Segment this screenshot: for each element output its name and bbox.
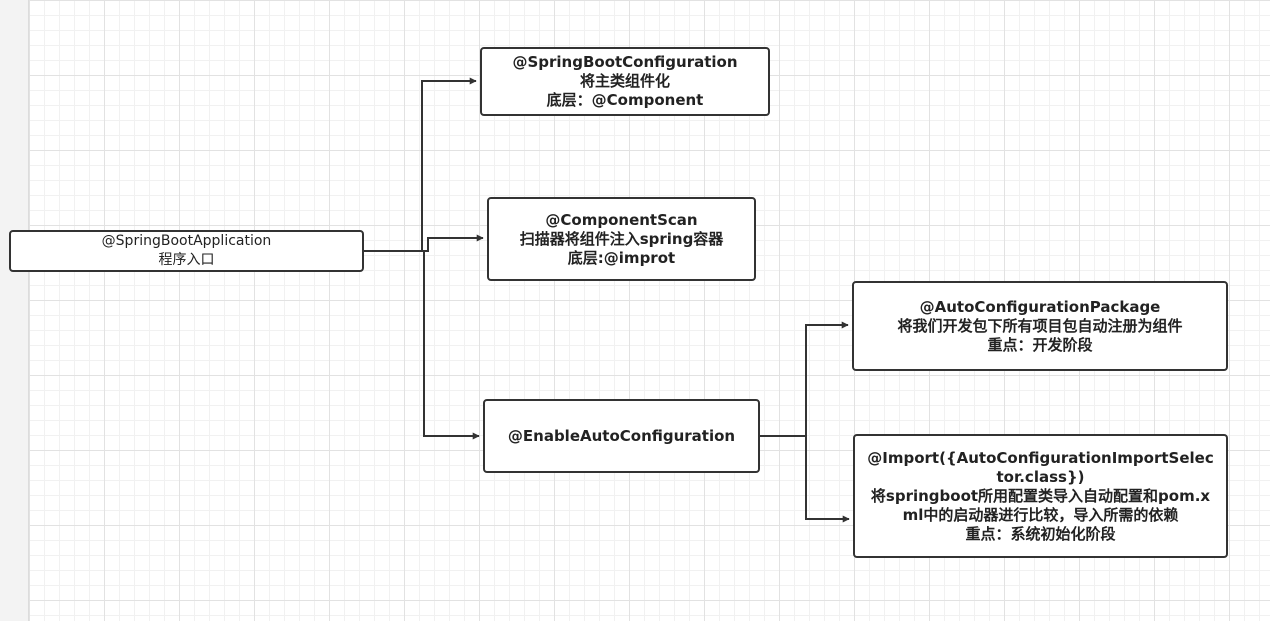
node-componentscan-desc: 扫描器将组件注入spring容器 (519, 229, 724, 248)
node-componentscan[interactable]: @ComponentScan 扫描器将组件注入spring容器 底层:@impr… (487, 197, 756, 281)
node-enableautoconfiguration[interactable]: @EnableAutoConfiguration (483, 399, 760, 473)
node-autoconfigurationpackage-title: @AutoConfigurationPackage (919, 297, 1161, 316)
connector-root-to-springbootconfiguration (364, 77, 477, 252)
node-autoconfigurationpackage-desc: 将我们开发包下所有项目包自动注册为组件 (897, 316, 1183, 335)
node-springbootconfiguration[interactable]: @SpringBootConfiguration 将主类组件化 底层：@Comp… (480, 47, 770, 116)
node-import-selector-desc: 将springboot所用配置类导入自动配置和pom.xml中的启动器进行比较，… (870, 486, 1211, 524)
node-import-selector-focus: 重点：系统初始化阶段 (965, 524, 1116, 543)
node-autoconfigurationpackage-focus: 重点：开发阶段 (987, 335, 1093, 354)
connector-enable-to-import (760, 435, 850, 523)
node-import-selector-title: @Import({AutoConfigurationImportSelector… (867, 448, 1214, 486)
left-ruler (0, 0, 29, 621)
node-componentscan-title: @ComponentScan (545, 210, 698, 229)
node-import-selector[interactable]: @Import({AutoConfigurationImportSelector… (853, 434, 1228, 558)
node-enableautoconfiguration-title: @EnableAutoConfiguration (507, 426, 736, 445)
connector-root-to-componentscan (364, 234, 484, 252)
connector-enable-to-autoconfigurationpackage (760, 321, 849, 437)
node-springbootconfiguration-base: 底层：@Component (546, 91, 704, 109)
node-componentscan-base: 底层:@improt (567, 248, 676, 267)
node-springbootapplication[interactable]: @SpringBootApplication 程序入口 (9, 230, 364, 272)
connector-root-to-enableautoconfiguration (364, 250, 480, 440)
node-springbootconfiguration-desc: 将主类组件化 (579, 72, 670, 90)
node-springbootapplication-title: @SpringBootApplication (101, 233, 272, 249)
node-autoconfigurationpackage[interactable]: @AutoConfigurationPackage 将我们开发包下所有项目包自动… (852, 281, 1228, 371)
node-springbootapplication-desc: 程序入口 (158, 252, 215, 268)
node-springbootconfiguration-title: @SpringBootConfiguration (512, 53, 738, 71)
